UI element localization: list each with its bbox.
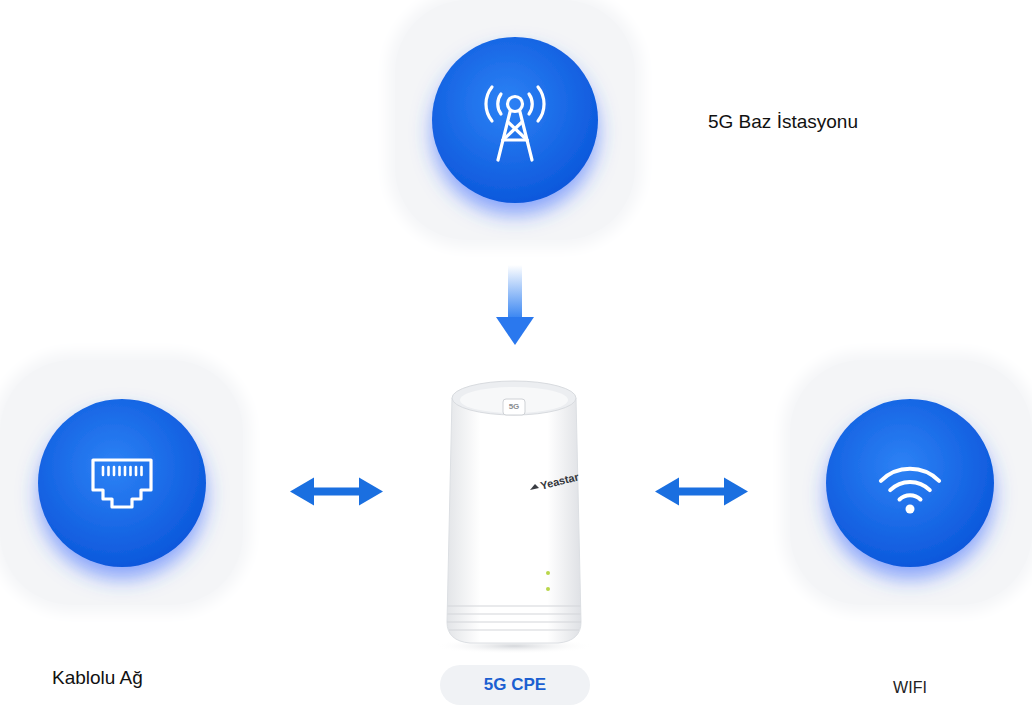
tower-leg bbox=[520, 112, 532, 160]
radio-wave bbox=[529, 94, 532, 114]
tower-leg bbox=[498, 112, 510, 160]
arrow-shaft bbox=[313, 488, 360, 496]
router-button bbox=[503, 399, 525, 415]
tower-icon bbox=[486, 87, 544, 160]
wifi-arc bbox=[900, 495, 921, 499]
node-label: WIFI bbox=[790, 679, 1030, 697]
router-shadow bbox=[434, 638, 594, 654]
brand-mark bbox=[530, 484, 539, 490]
device-node: 5G CPE bbox=[440, 378, 590, 648]
icon-node: WIFI bbox=[790, 360, 1032, 605]
port-outline bbox=[93, 460, 151, 507]
router-top bbox=[452, 381, 576, 415]
arrow-head bbox=[724, 478, 748, 506]
icon-node: Kablolu Ağ bbox=[0, 360, 243, 605]
arrow-head bbox=[655, 478, 679, 506]
arrow-head bbox=[496, 317, 534, 345]
arrow-head bbox=[290, 478, 314, 506]
wifi-icon bbox=[881, 469, 939, 514]
arrow-shaft bbox=[508, 265, 522, 318]
tower-bar bbox=[503, 122, 527, 140]
icon-node: 5G Baz İstasyonu bbox=[395, 0, 635, 240]
connector-arrow bbox=[655, 478, 748, 506]
radio-wave bbox=[538, 87, 544, 121]
device-label: 5G CPE bbox=[440, 665, 590, 705]
node-label: 5G Baz İstasyonu bbox=[708, 111, 858, 133]
node-label: Kablolu Ağ bbox=[52, 667, 143, 689]
connector-arrow bbox=[290, 478, 383, 506]
icon-circle bbox=[432, 37, 598, 203]
radio-wave bbox=[486, 87, 492, 121]
icon-circle bbox=[38, 399, 206, 567]
brand-name: Yeastar bbox=[540, 471, 581, 491]
router-top-inner bbox=[460, 387, 568, 413]
status-led bbox=[546, 587, 550, 591]
tower-top bbox=[508, 97, 523, 112]
device-marking: 5G bbox=[509, 403, 520, 411]
wifi-arc bbox=[881, 469, 939, 481]
radio-wave bbox=[498, 94, 501, 114]
arrow-head bbox=[359, 478, 383, 506]
router-illustration bbox=[434, 381, 594, 654]
router-body bbox=[447, 398, 581, 643]
status-led bbox=[546, 571, 550, 575]
arrow-shaft bbox=[678, 488, 725, 496]
ethernet-icon bbox=[93, 460, 151, 507]
connector-arrow bbox=[496, 265, 534, 345]
router-bands bbox=[447, 606, 581, 630]
wifi-arc bbox=[890, 482, 930, 490]
tower-bar bbox=[503, 138, 527, 141]
icon-circle bbox=[826, 399, 994, 567]
wifi-dot bbox=[906, 505, 915, 514]
port-pins bbox=[103, 467, 142, 475]
